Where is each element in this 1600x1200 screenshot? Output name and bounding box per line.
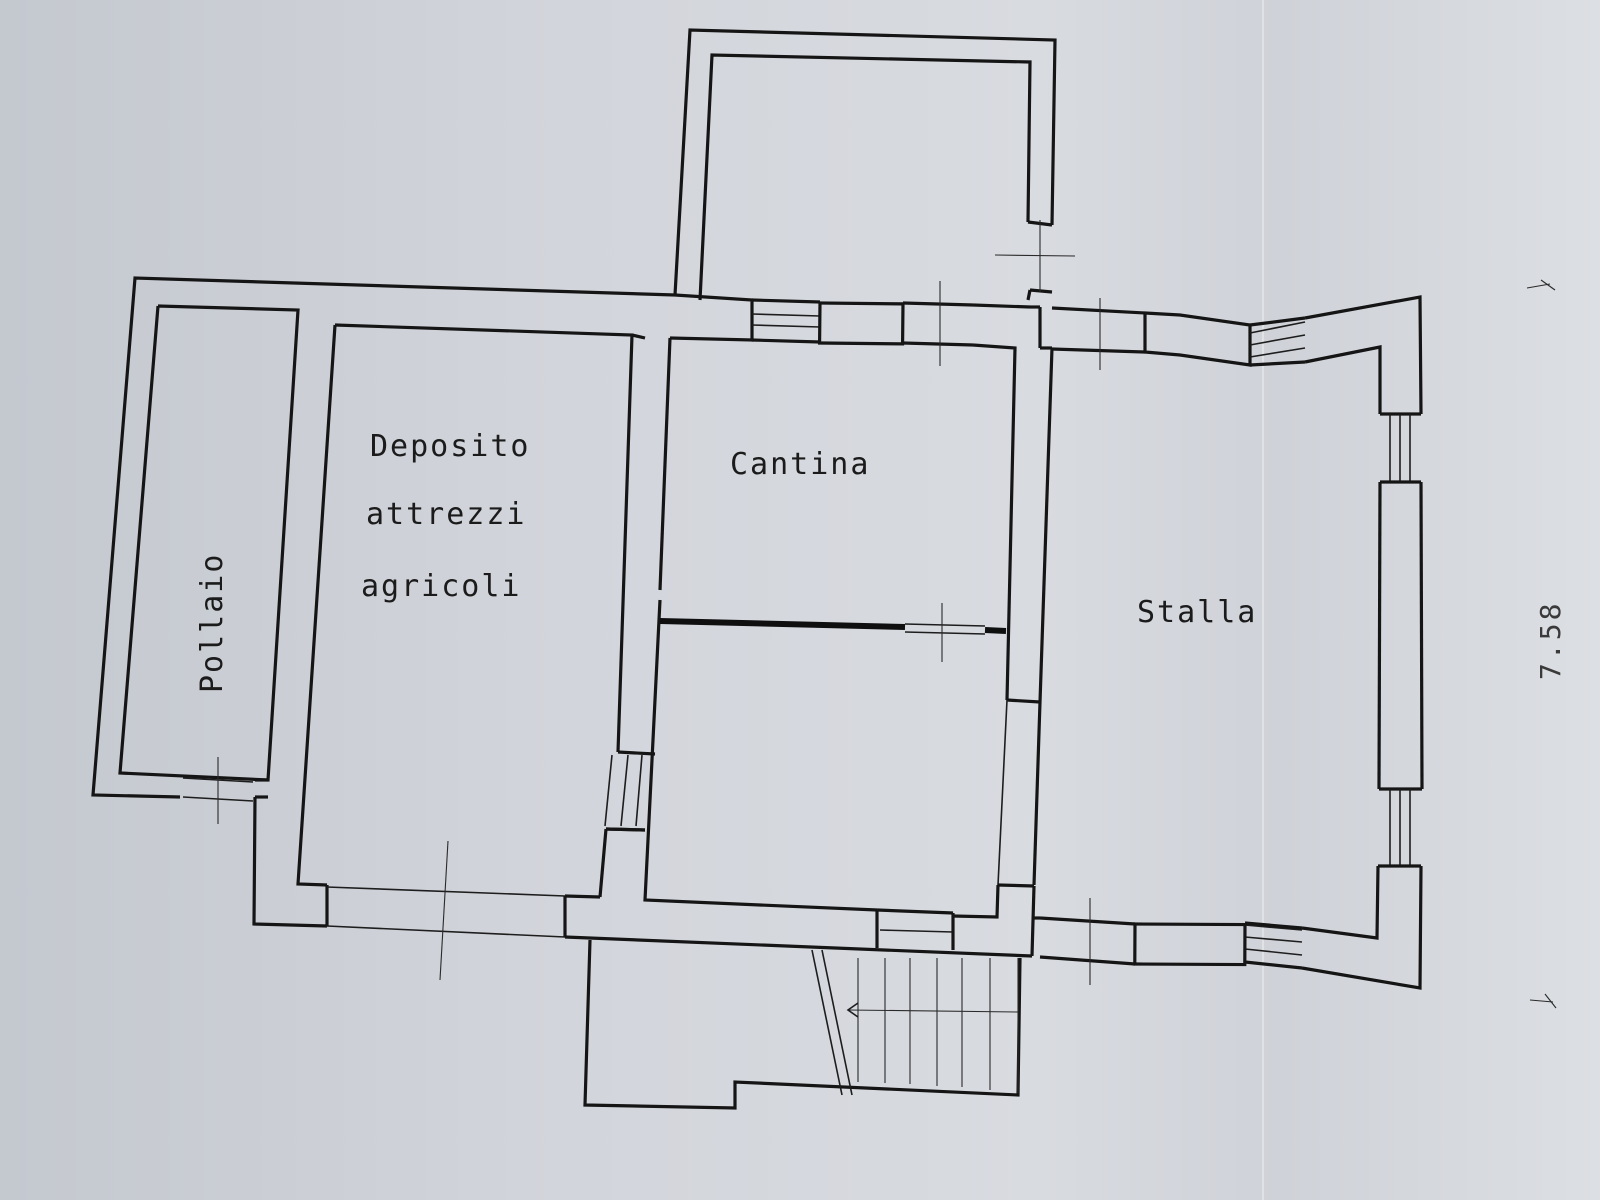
top-annex-walls (673, 28, 1076, 301)
cantina-walls (604, 281, 1042, 950)
pollaio-walls (91, 276, 676, 824)
dimension-ticks (1526, 279, 1557, 1009)
label-pollaio: Pollaio (195, 553, 230, 693)
deposito-walls (252, 323, 646, 981)
label-deposito-line3: agricoli (361, 569, 522, 604)
dimension-right-span: 7.58 (1534, 601, 1567, 680)
label-cantina: Cantina (730, 447, 870, 482)
stairs (583, 939, 1022, 1110)
label-stalla: Stalla (1137, 595, 1257, 630)
corridor-walls (564, 305, 1054, 958)
stalla-walls (1034, 295, 1424, 990)
paper-fold (1262, 0, 1264, 1200)
label-deposito-line1: Deposito (370, 429, 531, 464)
label-deposito-line2: attrezzi (366, 497, 527, 532)
